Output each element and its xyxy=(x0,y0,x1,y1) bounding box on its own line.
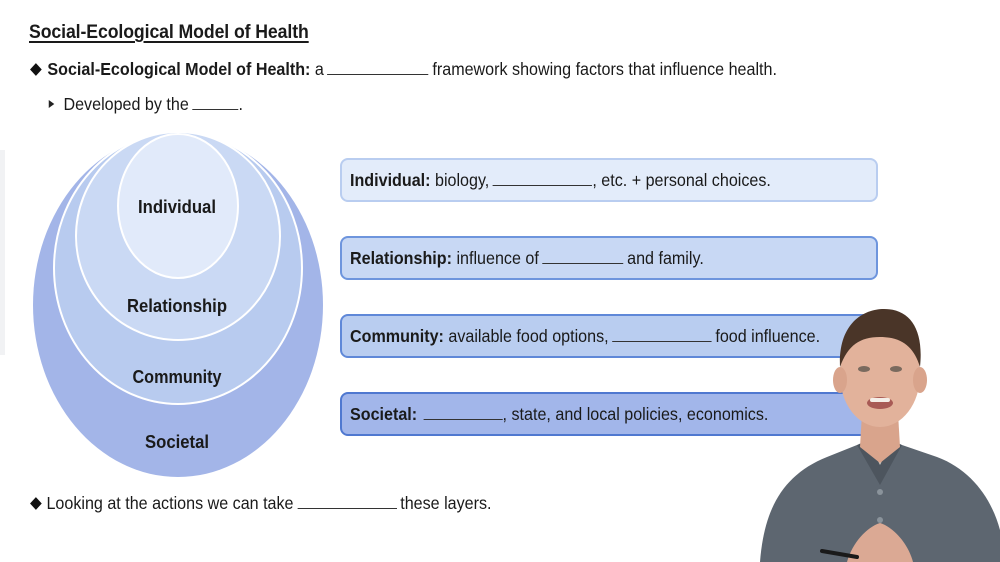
actions-text-after: these layers. xyxy=(400,493,492,513)
slide-title: Social-Ecological Model of Health xyxy=(29,22,309,43)
sub-bullet-text-before: Developed by the xyxy=(63,94,189,114)
actions-text-before: Looking at the actions we can take xyxy=(46,493,294,513)
box-societal: Societal: , state, and local policies, e… xyxy=(340,392,878,436)
box-text-after: , etc. + personal choices. xyxy=(592,169,771,190)
box-community-text: Community: available food options, food i… xyxy=(350,326,820,347)
box-individual: Individual: biology, , etc. + personal ch… xyxy=(340,158,878,202)
presenter-shirt xyxy=(760,445,1000,562)
social-ecological-diagram: Individual Relationship Community Societ… xyxy=(28,128,328,480)
fill-in-blank xyxy=(327,59,429,75)
box-text-before: influence of xyxy=(456,247,539,268)
fill-in-blank xyxy=(542,248,624,264)
presenter-video-overlay xyxy=(752,295,1000,562)
box-individual-text: Individual: biology, , etc. + personal ch… xyxy=(350,170,771,191)
sub-bullet-developed-by: Developed by the. xyxy=(46,94,243,115)
definition-text-after: framework showing factors that influence… xyxy=(432,59,777,79)
bullet-actions: Looking at the actions we can take these … xyxy=(29,493,492,514)
layer-label-relationship: Relationship xyxy=(127,296,227,316)
fill-in-blank xyxy=(612,326,712,342)
box-text-after: and family. xyxy=(627,247,704,268)
layer-label-community: Community xyxy=(133,367,222,387)
fill-in-blank xyxy=(423,404,503,420)
box-text-after: food influence. xyxy=(715,325,821,346)
box-label: Relationship: xyxy=(350,247,452,268)
presenter-ear-left xyxy=(833,367,847,393)
layer-individual-ellipse xyxy=(117,133,239,279)
presenter-hair xyxy=(839,309,921,367)
box-societal-text: Societal: , state, and local policies, e… xyxy=(350,404,768,425)
triangle-bullet-icon xyxy=(48,100,55,109)
layer-label-societal: Societal xyxy=(145,432,209,452)
box-label: Community: xyxy=(350,325,444,346)
presenter-face xyxy=(840,323,920,427)
box-label: Societal: xyxy=(350,403,418,424)
definition-term: Social-Ecological Model of Health: xyxy=(47,59,311,79)
presenter-ear-right xyxy=(913,367,927,393)
fill-in-blank xyxy=(297,493,397,509)
diamond-bullet-icon xyxy=(30,497,42,510)
box-text-before: available food options, xyxy=(448,325,609,346)
fill-in-blank xyxy=(192,94,239,110)
sub-bullet-text-after: . xyxy=(238,94,243,114)
bullet-definition: Social-Ecological Model of Health: a fram… xyxy=(29,59,777,80)
box-text-before: biology, xyxy=(434,169,490,190)
presenter-eye-left xyxy=(858,366,870,372)
presenter-eye-right xyxy=(890,366,902,372)
definition-text-before: a xyxy=(310,59,324,79)
fill-in-blank xyxy=(492,170,593,186)
diamond-bullet-icon xyxy=(30,63,42,76)
box-label: Individual: xyxy=(350,169,431,190)
left-edge-strip xyxy=(0,150,5,355)
layer-label-individual: Individual xyxy=(138,197,216,217)
box-text-after: , state, and local policies, economics. xyxy=(502,403,769,424)
presenter-hands xyxy=(847,523,913,562)
box-relationship-text: Relationship: influence of and family. xyxy=(350,248,704,269)
presenter-neck xyxy=(860,413,900,463)
box-relationship: Relationship: influence of and family. xyxy=(340,236,878,280)
box-community: Community: available food options, food i… xyxy=(340,314,878,358)
